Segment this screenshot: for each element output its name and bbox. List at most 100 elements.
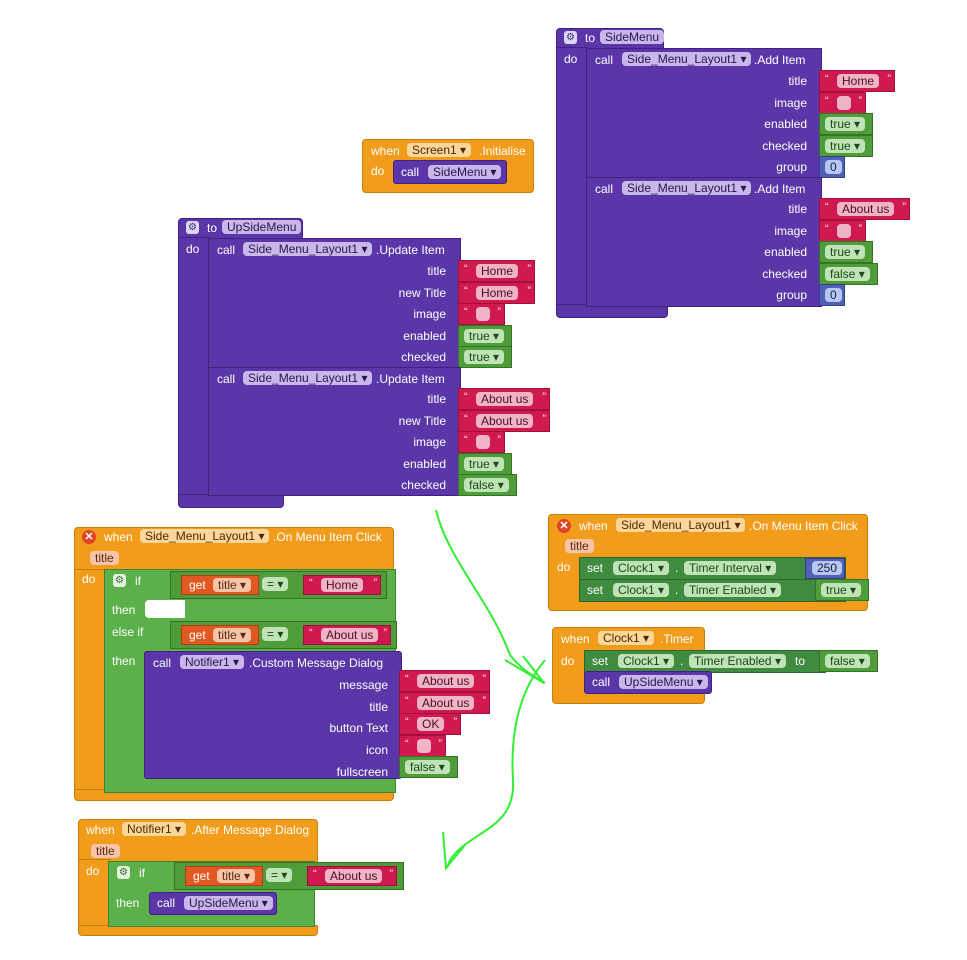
boolean-block[interactable]: false ▾ bbox=[819, 650, 878, 672]
image-text-block[interactable]: “ ” bbox=[458, 431, 505, 453]
text-value[interactable]: About us bbox=[325, 869, 383, 883]
component-dropdown[interactable]: Clock1 ▾ bbox=[618, 654, 675, 668]
text-value[interactable]: About us bbox=[417, 674, 475, 688]
checked-boolean-block[interactable]: false ▾ bbox=[458, 474, 517, 496]
get-variable-block[interactable]: get title ▾ bbox=[181, 575, 259, 595]
empty-text-value[interactable] bbox=[837, 96, 851, 110]
operator-dropdown[interactable]: = ▾ bbox=[262, 577, 289, 591]
boolean-dropdown[interactable]: true ▾ bbox=[825, 117, 866, 131]
number-value[interactable]: 0 bbox=[825, 160, 842, 174]
component-dropdown[interactable]: Side_Menu_Layout1 ▾ bbox=[140, 529, 270, 543]
new-title-text-block[interactable]: “ Home ” bbox=[458, 282, 535, 304]
call-procedure-block[interactable]: call UpSideMenu ▾ bbox=[584, 671, 712, 694]
empty-text-value[interactable] bbox=[476, 307, 490, 321]
call-procedure-block[interactable]: call SideMenu ▾ bbox=[393, 160, 507, 184]
enabled-boolean-block[interactable]: true ▾ bbox=[458, 453, 512, 475]
number-block[interactable]: 250 bbox=[805, 558, 845, 579]
get-variable-block[interactable]: get title ▾ bbox=[181, 625, 259, 645]
custom-message-dialog-call-block[interactable]: call Notifier1 ▾ .Custom Message Dialog … bbox=[144, 651, 402, 779]
boolean-dropdown[interactable]: false ▾ bbox=[825, 654, 870, 668]
component-dropdown[interactable]: Side_Menu_Layout1 ▾ bbox=[243, 371, 373, 385]
boolean-dropdown[interactable]: true ▾ bbox=[464, 350, 505, 364]
component-dropdown[interactable]: Side_Menu_Layout1 ▾ bbox=[616, 518, 746, 532]
boolean-dropdown[interactable]: true ▾ bbox=[821, 583, 862, 597]
group-number-block[interactable]: 0 bbox=[819, 284, 845, 306]
text-value[interactable]: About us bbox=[476, 392, 534, 406]
checked-boolean-block[interactable]: false ▾ bbox=[819, 263, 878, 285]
get-variable-block[interactable]: get title ▾ bbox=[185, 866, 263, 886]
empty-text-value[interactable] bbox=[837, 224, 851, 238]
event-param-title[interactable]: title bbox=[91, 844, 120, 858]
checked-boolean-block[interactable]: true ▾ bbox=[458, 346, 512, 368]
property-dropdown[interactable]: Timer Enabled ▾ bbox=[689, 654, 786, 668]
menu-item-click-event-block[interactable]: ✕ when Side_Menu_Layout1 ▾ .On Menu Item… bbox=[74, 527, 490, 801]
gear-icon[interactable]: ⚙ bbox=[564, 31, 577, 44]
procedure-name-field[interactable]: UpSideMenu bbox=[222, 220, 302, 234]
set-timer-enabled-block[interactable]: set Clock1 ▾ . Timer Enabled ▾ to bbox=[579, 579, 846, 602]
clock-timer-event-block[interactable]: when Clock1 ▾ .Timer do set Clock1 ▾ . T… bbox=[552, 627, 878, 704]
component-dropdown[interactable]: Clock1 ▾ bbox=[613, 583, 670, 597]
component-dropdown[interactable]: Side_Menu_Layout1 ▾ bbox=[622, 52, 752, 66]
set-timer-interval-block[interactable]: set Clock1 ▾ . Timer Interval ▾ to bbox=[579, 557, 846, 580]
text-block[interactable]: “ About us ” bbox=[307, 866, 397, 886]
component-dropdown[interactable]: Screen1 ▾ bbox=[407, 143, 472, 157]
text-value[interactable]: Home bbox=[476, 264, 519, 278]
update-item-call-block[interactable]: call Side_Menu_Layout1 ▾ .Update Item ti… bbox=[208, 367, 461, 496]
component-dropdown[interactable]: Side_Menu_Layout1 ▾ bbox=[243, 242, 373, 256]
image-text-block[interactable]: “ ” bbox=[819, 220, 866, 242]
title-text-block[interactable]: “ Home ” bbox=[819, 70, 895, 92]
gear-icon[interactable]: ⚙ bbox=[113, 574, 126, 587]
procedure-name-field[interactable]: SideMenu bbox=[600, 30, 665, 44]
event-param-title[interactable]: title bbox=[90, 551, 119, 565]
empty-text-value[interactable] bbox=[417, 739, 431, 753]
enabled-boolean-block[interactable]: true ▾ bbox=[458, 325, 512, 347]
update-item-call-block[interactable]: call Side_Menu_Layout1 ▾ .Update Item ti… bbox=[208, 238, 461, 368]
number-value[interactable]: 0 bbox=[825, 288, 842, 302]
component-dropdown[interactable]: Notifier1 ▾ bbox=[180, 655, 245, 669]
component-dropdown[interactable]: Clock1 ▾ bbox=[598, 631, 655, 645]
title-text-block[interactable]: “ About us ” bbox=[458, 388, 550, 410]
operator-dropdown[interactable]: = ▾ bbox=[266, 868, 293, 882]
component-dropdown[interactable]: Notifier1 ▾ bbox=[122, 822, 187, 836]
compare-block[interactable]: get title ▾ = ▾ “ Home ” bbox=[170, 571, 387, 599]
procedure-dropdown[interactable]: SideMenu ▾ bbox=[428, 165, 502, 179]
error-icon[interactable]: ✕ bbox=[82, 530, 96, 544]
variable-dropdown[interactable]: title ▾ bbox=[213, 628, 252, 642]
image-text-block[interactable]: “ ” bbox=[458, 303, 505, 325]
text-value[interactable]: About us bbox=[476, 414, 534, 428]
after-message-dialog-event-block[interactable]: when Notifier1 ▾ .After Message Dialog t… bbox=[78, 819, 408, 936]
variable-dropdown[interactable]: title ▾ bbox=[217, 869, 256, 883]
call-procedure-block[interactable]: call UpSideMenu ▾ bbox=[149, 892, 277, 915]
set-timer-enabled-block[interactable]: set Clock1 ▾ . Timer Enabled ▾ to bbox=[584, 650, 826, 673]
component-dropdown[interactable]: Clock1 ▾ bbox=[613, 561, 670, 575]
text-value[interactable]: About us bbox=[417, 696, 475, 710]
fullscreen-boolean-block[interactable]: false ▾ bbox=[399, 756, 458, 778]
number-value[interactable]: 250 bbox=[812, 561, 843, 575]
text-value[interactable]: Home bbox=[476, 286, 519, 300]
add-item-call-block[interactable]: call Side_Menu_Layout1 ▾ .Add Item title… bbox=[586, 48, 822, 178]
empty-text-value[interactable] bbox=[476, 435, 490, 449]
menu-item-click-timer-event-block[interactable]: ✕ when Side_Menu_Layout1 ▾ .On Menu Item… bbox=[548, 514, 869, 611]
add-item-call-block[interactable]: call Side_Menu_Layout1 ▾ .Add Item title… bbox=[586, 177, 822, 307]
text-value[interactable]: About us bbox=[321, 628, 379, 642]
text-block[interactable]: “ Home ” bbox=[303, 575, 381, 595]
boolean-dropdown[interactable]: false ▾ bbox=[464, 478, 509, 492]
error-icon[interactable]: ✕ bbox=[557, 519, 571, 533]
boolean-dropdown[interactable]: true ▾ bbox=[464, 329, 505, 343]
text-block[interactable]: “ About us ” bbox=[303, 625, 391, 645]
compare-block[interactable]: get title ▾ = ▾ “ About us ” bbox=[170, 621, 397, 649]
procedure-dropdown[interactable]: UpSideMenu ▾ bbox=[619, 675, 708, 689]
procedure-dropdown[interactable]: UpSideMenu ▾ bbox=[184, 896, 273, 910]
boolean-dropdown[interactable]: false ▾ bbox=[405, 760, 450, 774]
boolean-dropdown[interactable]: true ▾ bbox=[464, 457, 505, 471]
group-number-block[interactable]: 0 bbox=[819, 156, 845, 178]
screen-initialise-event-block[interactable]: when Screen1 ▾ .Initialise do call SideM… bbox=[362, 139, 534, 193]
enabled-boolean-block[interactable]: true ▾ bbox=[819, 241, 873, 263]
variable-dropdown[interactable]: title ▾ bbox=[213, 578, 252, 592]
procedure-upsidemenu-block[interactable]: ⚙ to UpSideMenu do call Side_Menu_Layout… bbox=[178, 218, 550, 508]
boolean-dropdown[interactable]: true ▾ bbox=[825, 245, 866, 259]
event-param-title[interactable]: title bbox=[565, 539, 594, 553]
component-dropdown[interactable]: Side_Menu_Layout1 ▾ bbox=[622, 181, 752, 195]
property-dropdown[interactable]: Timer Interval ▾ bbox=[684, 561, 777, 575]
operator-dropdown[interactable]: = ▾ bbox=[262, 627, 289, 641]
